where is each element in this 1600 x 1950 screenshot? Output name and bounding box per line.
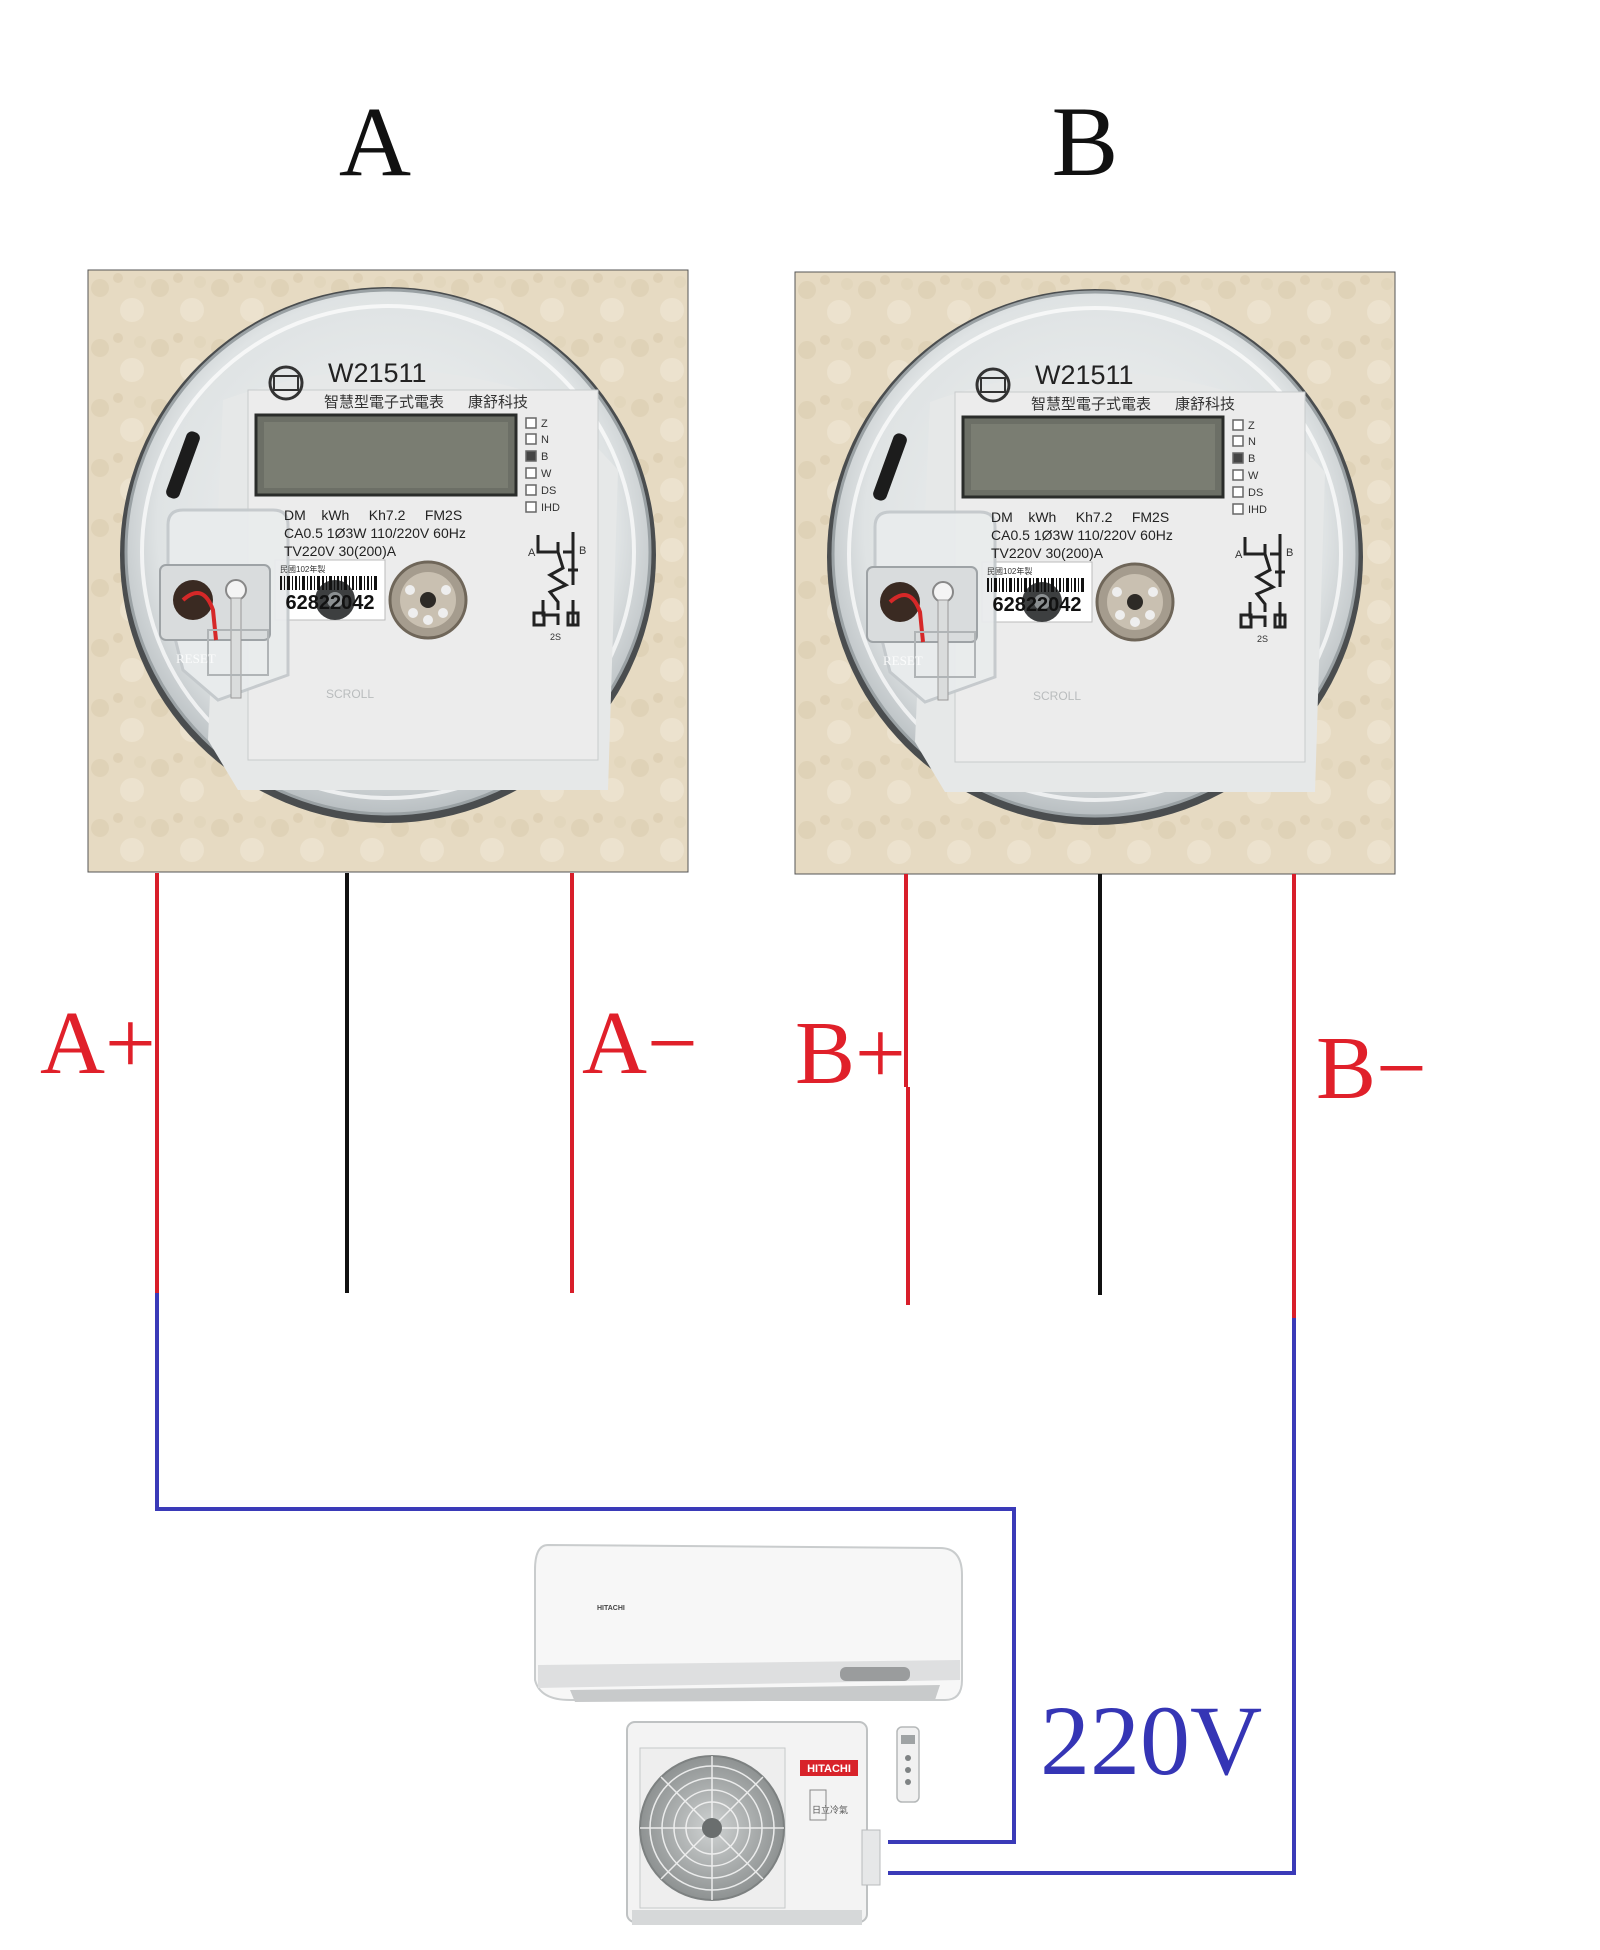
- meter-a-spec2: CA0.5 1Ø3W 110/220V 60Hz: [284, 525, 466, 541]
- meter-a-spec3: TV220V 30(200)A: [284, 543, 397, 559]
- meter-b-check-z: Z: [1248, 420, 1255, 432]
- meter-a-check-z: Z: [541, 418, 548, 430]
- meter-b-barcode: [987, 578, 1084, 592]
- link-wire-b-minus: [888, 1318, 1296, 1875]
- meter-b-checklist: Z N B W DS IHD: [1248, 420, 1267, 516]
- meter-b-check-n: N: [1248, 436, 1256, 448]
- ac-remote-control: [896, 1726, 920, 1803]
- meter-b-diagram-a: A: [1235, 549, 1243, 561]
- meter-a-barcode: [280, 576, 377, 590]
- ac-outdoor-unit: HITACHI 日立冷氣: [626, 1721, 881, 1925]
- ac-indoor-brand: HITACHI: [597, 1605, 625, 1612]
- link-wire-a-plus: [155, 1293, 1016, 1844]
- meter-b-heading: B: [1052, 86, 1119, 197]
- meter-b-scroll-label: SCROLL: [1033, 689, 1081, 703]
- meter-a-model: W21511: [328, 358, 427, 388]
- voltage-label: 220V: [1040, 1685, 1262, 1796]
- meter-b-spec3: TV220V 30(200)A: [991, 545, 1104, 561]
- meter-b-diagram-2s: 2S: [1257, 634, 1268, 644]
- meter-b-check-ihd: IHD: [1248, 504, 1267, 516]
- meter-b-reset-label: RESET: [883, 653, 923, 668]
- meter-b-spec2: CA0.5 1Ø3W 110/220V 60Hz: [991, 527, 1173, 543]
- meter-a-check-n: N: [541, 434, 549, 446]
- label-b-minus: B−: [1316, 1019, 1427, 1118]
- meter-a-serial: 62822042: [286, 592, 375, 614]
- meter-a-maker: 康舒科技: [468, 394, 528, 411]
- label-a-minus: A−: [582, 994, 698, 1093]
- meter-b-check-ds: DS: [1248, 487, 1263, 499]
- meter-a-spec1: DM kWh Kh7.2 FM2S: [284, 507, 462, 523]
- meter-b-check-b: B: [1248, 453, 1255, 465]
- meter-b-model: W21511: [1035, 360, 1134, 390]
- meter-a-reset-label: RESET: [176, 651, 216, 666]
- meter-a-subtitle: 智慧型電子式電表: [324, 393, 444, 411]
- meter-b-serial: 62822042: [993, 594, 1082, 616]
- meter-a-heading: A: [339, 86, 411, 197]
- meter-a-check-b: B: [541, 451, 548, 463]
- label-a-plus: A+: [40, 994, 156, 1093]
- meter-a-diagram-a: A: [528, 547, 536, 559]
- meter-b-year: 民國102年製: [987, 566, 1032, 576]
- meter-b-maker: 康舒科技: [1175, 396, 1235, 413]
- label-b-plus: B+: [795, 1004, 906, 1103]
- meter-b-subtitle: 智慧型電子式電表: [1031, 395, 1151, 413]
- meter-a-check-ds: DS: [541, 485, 556, 497]
- ac-outdoor-brand: HITACHI: [807, 1763, 851, 1775]
- meter-a-checklist: Z N B W DS IHD: [541, 418, 560, 514]
- meter-b: W21511 智慧型電子式電表 康舒科技 DM kWh Kh7.2 FM2S C…: [793, 270, 1397, 876]
- meter-b-spec1: DM kWh Kh7.2 FM2S: [991, 509, 1169, 525]
- ac-indoor-unit: HITACHI: [534, 1543, 963, 1702]
- meter-b-check-w: W: [1248, 470, 1259, 482]
- meter-a-check-w: W: [541, 468, 552, 480]
- ac-outdoor-badge: 日立冷氣: [812, 1804, 848, 1815]
- meter-b-diagram-b: B: [1286, 547, 1293, 559]
- meter-a-year: 民國102年製: [280, 564, 325, 574]
- meter-a-diagram-2s: 2S: [550, 632, 561, 642]
- meter-a-check-ihd: IHD: [541, 502, 560, 514]
- meter-a: W21511 智慧型電子式電表 康舒科技 DM kWh Kh7.2 FM2S C…: [86, 268, 690, 874]
- meter-a-scroll-label: SCROLL: [326, 687, 374, 701]
- meter-a-diagram-b: B: [579, 545, 586, 557]
